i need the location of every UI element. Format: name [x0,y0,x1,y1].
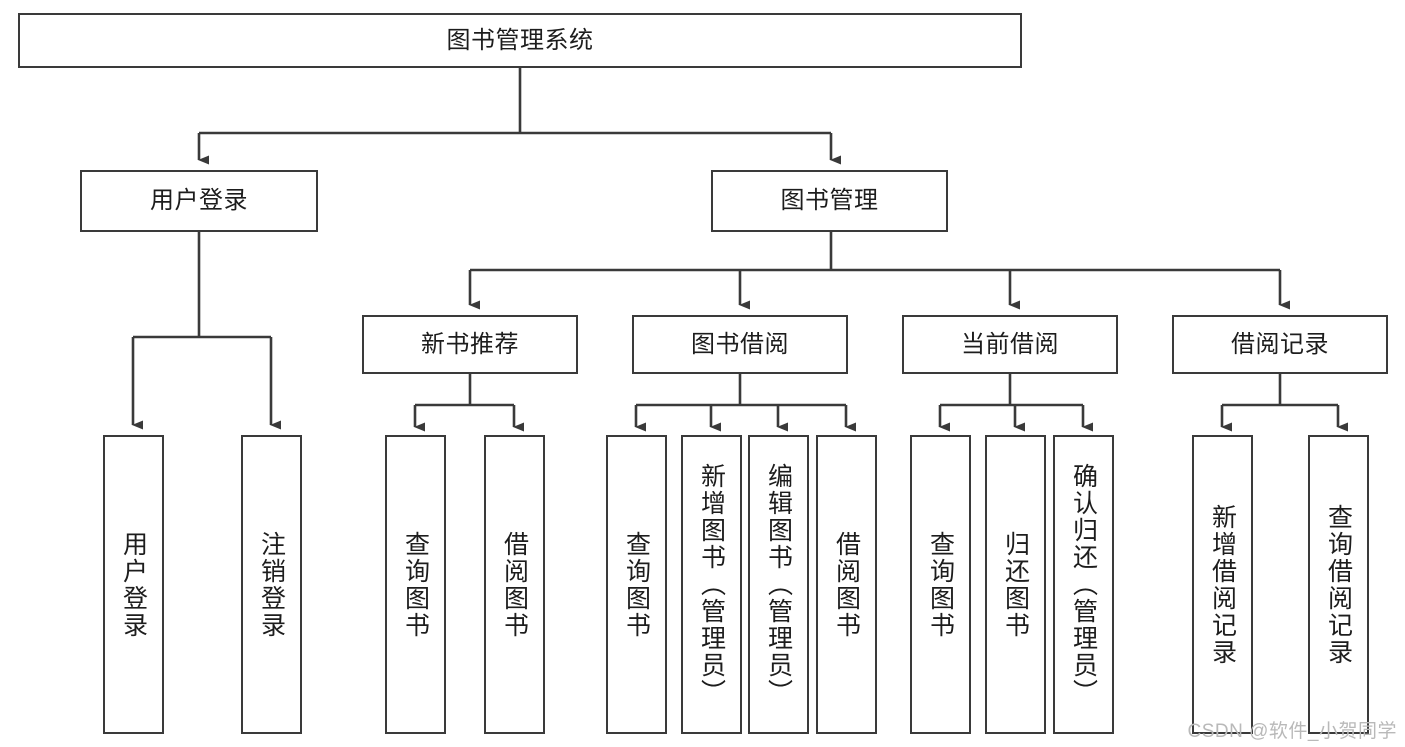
node-leaf-query-record-label: 查询借阅记录 [1324,503,1353,666]
node-leaf-user-login-label: 用户登录 [119,530,148,639]
node-book-manage-label: 图书管理 [780,187,879,215]
node-leaf-edit-book[interactable]: 编辑图书（管理员） [748,435,809,734]
node-leaf-query-book-1[interactable]: 查询图书 [385,435,446,734]
node-leaf-user-logout[interactable]: 注销登录 [241,435,302,734]
csdn-watermark: CSDN @软件_小贺同学 [1187,721,1397,742]
node-book-borrow-label: 图书借阅 [691,330,789,358]
node-user-login[interactable]: 用户登录 [80,170,318,232]
node-leaf-add-record[interactable]: 新增借阅记录 [1192,435,1253,734]
node-leaf-add-book-label: 新增图书（管理员） [697,463,726,706]
node-current-borrow[interactable]: 当前借阅 [902,315,1118,374]
node-leaf-query-book-2[interactable]: 查询图书 [606,435,667,734]
node-leaf-borrow-book-1[interactable]: 借阅图书 [484,435,545,734]
node-leaf-confirm-return[interactable]: 确认归还（管理员） [1053,435,1114,734]
node-new-book-rec[interactable]: 新书推荐 [362,315,578,374]
node-leaf-query-book-1-label: 查询图书 [401,530,430,639]
node-leaf-borrow-book-2-label: 借阅图书 [832,530,861,639]
node-leaf-edit-book-label: 编辑图书（管理员） [764,463,793,706]
node-root[interactable]: 图书管理系统 [18,13,1022,68]
node-current-borrow-label: 当前借阅 [961,330,1059,358]
node-user-login-label: 用户登录 [150,187,248,215]
node-leaf-query-book-3[interactable]: 查询图书 [910,435,971,734]
node-new-book-rec-label: 新书推荐 [421,330,519,358]
node-leaf-add-book[interactable]: 新增图书（管理员） [681,435,742,734]
node-book-borrow[interactable]: 图书借阅 [632,315,848,374]
node-root-label: 图书管理系统 [446,26,594,54]
node-leaf-user-login[interactable]: 用户登录 [103,435,164,734]
node-book-manage[interactable]: 图书管理 [711,170,948,232]
node-leaf-return-book[interactable]: 归还图书 [985,435,1046,734]
node-leaf-confirm-return-label: 确认归还（管理员） [1069,463,1098,706]
node-leaf-return-book-label: 归还图书 [1001,530,1030,639]
node-borrow-record[interactable]: 借阅记录 [1172,315,1388,374]
node-leaf-query-record[interactable]: 查询借阅记录 [1308,435,1369,734]
node-leaf-query-book-2-label: 查询图书 [622,530,651,639]
node-borrow-record-label: 借阅记录 [1231,330,1329,358]
node-leaf-user-logout-label: 注销登录 [257,530,286,639]
node-leaf-borrow-book-1-label: 借阅图书 [500,530,529,639]
node-leaf-borrow-book-2[interactable]: 借阅图书 [816,435,877,734]
node-leaf-query-book-3-label: 查询图书 [926,530,955,639]
node-leaf-add-record-label: 新增借阅记录 [1208,503,1237,666]
